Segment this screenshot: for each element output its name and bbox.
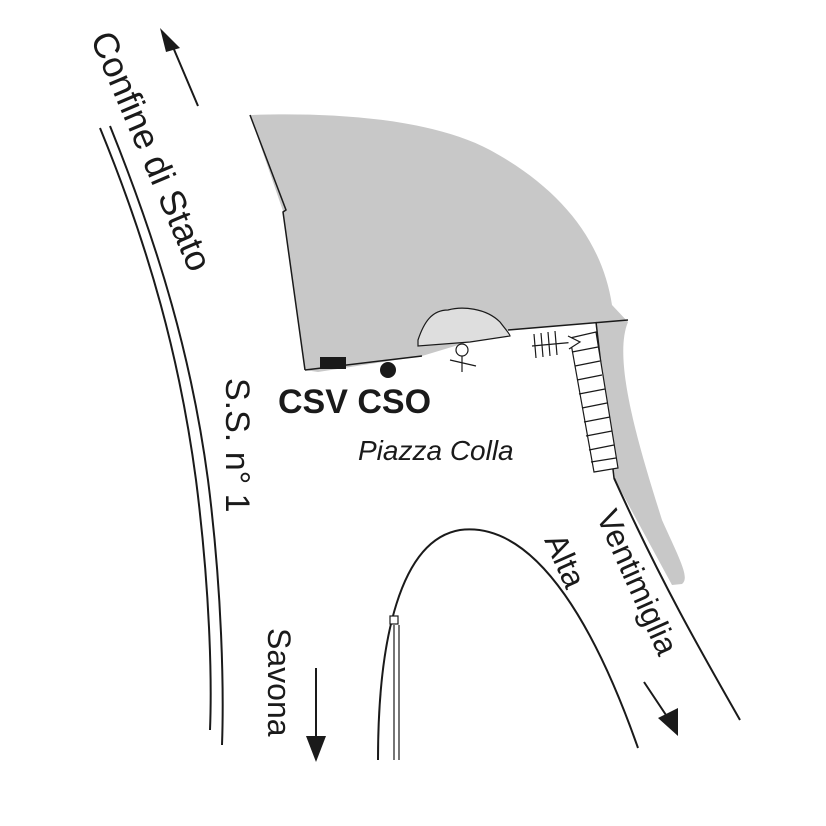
road-ss1-west-line: [99, 127, 212, 731]
road-ss1-east-line: [109, 125, 224, 746]
road-loop: [377, 528, 639, 761]
road-ventimiglia-edge: [613, 477, 741, 721]
building-block: [320, 357, 346, 369]
built-area-west-edge: [249, 114, 306, 371]
post-marker: [389, 615, 399, 625]
arrow-north-icon: [160, 28, 199, 107]
arrow-southeast-icon: [643, 681, 678, 736]
stairs: [569, 331, 619, 473]
pole-symbol: [449, 343, 477, 372]
savona-label: Savona: [261, 628, 297, 737]
inner-feature: [417, 307, 511, 347]
station-marker: [380, 362, 396, 378]
built-area: [250, 114, 685, 586]
arrow-south-icon: [306, 668, 326, 762]
entrance-arrow-icon: [531, 330, 582, 359]
station-codes-label: CSV CSO: [278, 383, 431, 421]
alta-label: Alta: [538, 528, 593, 593]
square-label: Piazza Colla: [358, 435, 514, 466]
road-label: S.S. n° 1: [218, 378, 256, 513]
